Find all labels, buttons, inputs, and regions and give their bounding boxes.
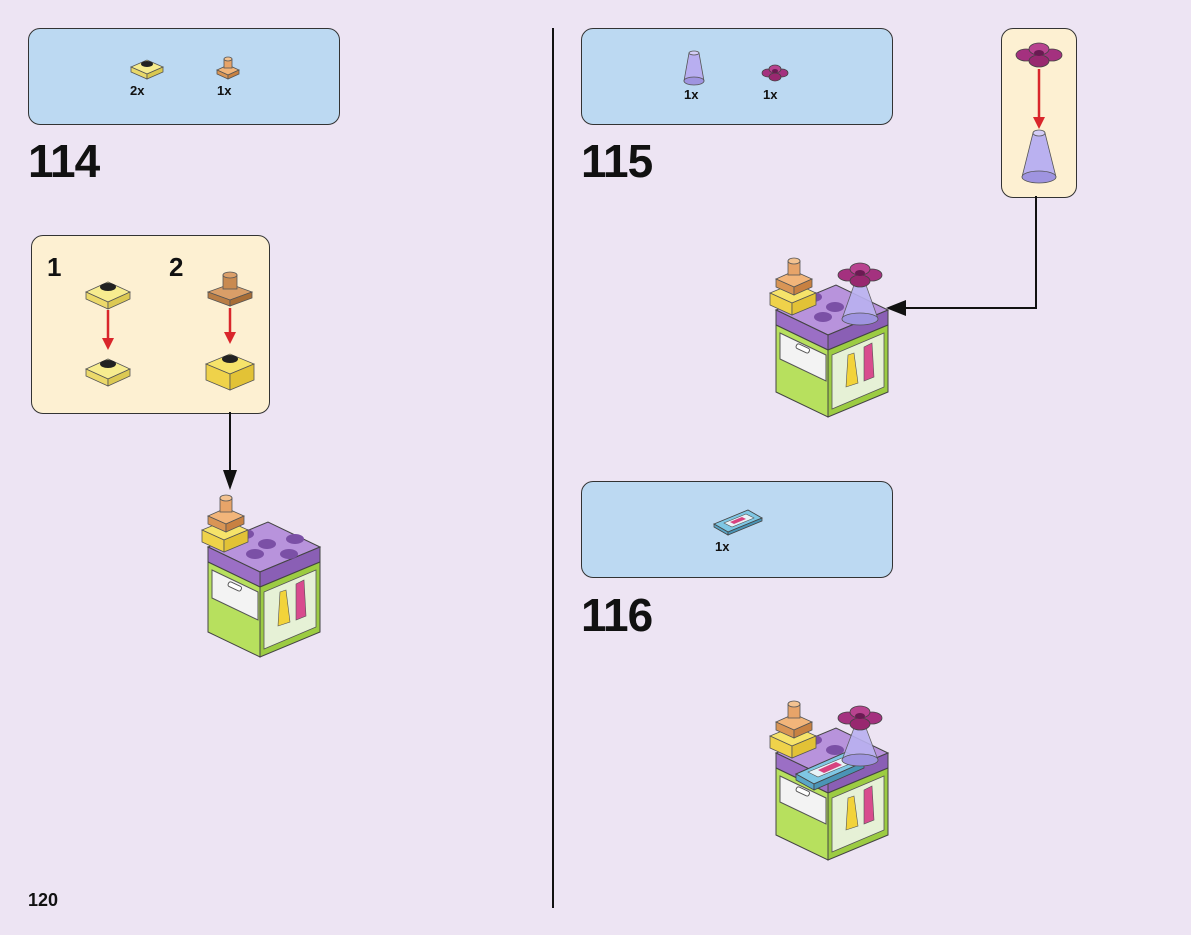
step-number: 114 [28,135,100,187]
cabinet-model-icon [768,700,890,861]
part-qty: 1x [684,87,699,102]
yellow-plate-stack-icon [85,281,131,387]
parts-callout-115: 1x 1x [581,28,893,125]
column-divider [552,28,554,908]
orange-cone-piece-icon [216,56,240,80]
substep-callout [1001,28,1077,198]
part-qty: 1x [763,87,778,102]
flower-on-cone-icon [1015,42,1063,184]
step-number: 115 [581,135,653,187]
yellow-round-plate-icon [130,59,164,80]
assembly-arrow-icon [886,196,1037,316]
substep-number: 2 [169,252,184,282]
cone-on-plate-icon [204,271,256,391]
phone-tile-icon [713,509,763,536]
part-qty: 1x [715,539,730,554]
lavender-cone-icon [683,50,705,86]
cabinet-model-icon [200,494,322,658]
part-qty: 2x [130,83,145,98]
cabinet-model-icon [768,257,890,418]
magenta-flower-icon [761,64,789,82]
parts-callout-114: 2x 1x [28,28,340,125]
page-number: 120 [28,890,59,910]
part-qty: 1x [217,83,232,98]
substep-number: 1 [47,252,62,282]
parts-callout-116: 1x [581,481,893,578]
step-number: 116 [581,589,653,641]
substep-callout: 1 2 [31,235,270,414]
assembly-arrow-icon [223,412,237,490]
